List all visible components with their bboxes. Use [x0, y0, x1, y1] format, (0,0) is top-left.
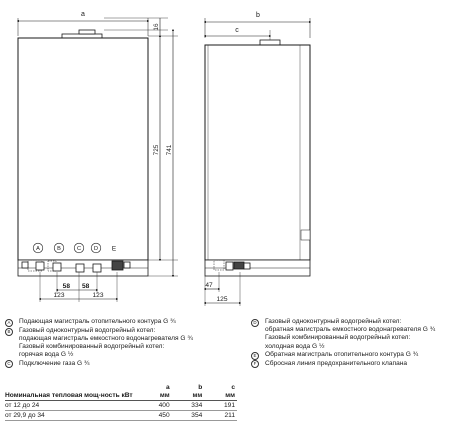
- legend-item-e: E Обратная магистраль отопительного конт…: [251, 351, 463, 360]
- legend-text: Газовый одноконтурный водогрейный котел:: [19, 326, 156, 334]
- connector-marker-b: B: [53, 242, 65, 254]
- table-header-b-unit: мм: [192, 391, 203, 399]
- technical-drawing: A B C D F a E 16 725 741 58 58 123 123: [16, 11, 312, 306]
- legend-marker-e: E: [251, 351, 259, 360]
- legend-text: горячая вода G ½: [19, 351, 74, 359]
- table-cell-b: 354: [171, 410, 205, 422]
- table-cell-a: 450: [139, 410, 172, 422]
- dim-label-725: 725: [153, 144, 160, 155]
- boiler-side-body: [204, 44, 311, 261]
- legend-item-d: D Газовый одноконтурный водогрейный коте…: [251, 318, 463, 351]
- legend-text: Газовый одноконтурный водогрейный котел:: [265, 318, 402, 325]
- legend-item-a: A Подающая магистраль отопительного конт…: [5, 318, 225, 327]
- table-header-a-unit: мм: [159, 391, 170, 399]
- connector-marker-c: C: [73, 242, 85, 254]
- dimensions-table: Номинальная тепловая мощ-ность кВт a мм …: [5, 384, 237, 422]
- boiler-front-body: [17, 37, 149, 261]
- legend-text: обратная магистраль емкостного водонагре…: [265, 326, 436, 334]
- dim-label-125: 125: [216, 296, 227, 303]
- svg-text:C: C: [77, 246, 81, 252]
- legend-text: Подключение газа G ¾: [19, 359, 90, 367]
- svg-text:D: D: [94, 246, 98, 252]
- legend-marker-c: C: [5, 360, 13, 369]
- dim-label-58-right: 58: [82, 283, 90, 290]
- legend-marker-b: B: [5, 327, 13, 336]
- legend-text: Подающая магистраль отопительного контур…: [19, 318, 176, 325]
- dim-label-58-left: 58: [63, 283, 71, 290]
- legend-marker-d: D: [251, 318, 259, 327]
- table-cell-b: 334: [171, 400, 205, 412]
- table-header-b-label: b: [198, 384, 203, 391]
- svg-text:B: B: [57, 246, 61, 252]
- dim-label-741: 741: [166, 144, 173, 155]
- connector-marker-d: D: [90, 242, 102, 254]
- legend-text: Газовый комбинированный водогрейный коте…: [19, 343, 165, 351]
- legend-item-c: C Подключение газа G ¾: [5, 360, 225, 369]
- dim-label-123-left: 123: [53, 292, 64, 299]
- table-header-c-unit: мм: [225, 391, 235, 399]
- legend-marker-f: F: [251, 360, 259, 369]
- front-view: [16, 17, 178, 302]
- table-cell-power: от 12 до 24: [5, 400, 139, 412]
- table-header-a: a мм: [139, 384, 172, 402]
- legend-right: D Газовый одноконтурный водогрейный коте…: [251, 318, 463, 369]
- legend-text: Обратная магистраль отопительного контур…: [265, 350, 419, 358]
- table-cell-c: 191: [204, 400, 237, 412]
- legend-text: подающая магистраль емкостного водонагре…: [19, 335, 193, 342]
- legend-text: холодная вода G ½: [265, 342, 325, 350]
- svg-text:A: A: [36, 246, 40, 252]
- table-row: от 29,9 до 34 450 354 211: [5, 410, 237, 422]
- side-view: [203, 18, 312, 306]
- dim-label-b: b: [256, 12, 260, 19]
- legend-item-f: F Сбросная линия предохранительного клап…: [251, 360, 463, 369]
- table-cell-a: 400: [139, 400, 172, 412]
- table-header-row: Номинальная тепловая мощ-ность кВт a мм …: [5, 384, 237, 402]
- dim-label-123-right: 123: [92, 292, 103, 299]
- table-row: от 12 до 24 400 334 191: [5, 400, 237, 412]
- connector-marker-a: A: [32, 242, 44, 254]
- legend-marker-a: A: [5, 318, 13, 327]
- legend-text: Газовый комбинированный водогрейный коте…: [265, 334, 411, 342]
- dim-label-16: 16: [153, 23, 160, 31]
- table-header-c-label: c: [231, 384, 235, 391]
- dim-label-a: a: [81, 11, 85, 18]
- legend-item-b: B Газовый одноконтурный водогрейный коте…: [5, 327, 225, 360]
- dim-label-47: 47: [205, 282, 213, 289]
- dim-label-c: c: [235, 27, 239, 34]
- table-header-c: c мм: [204, 384, 237, 402]
- table-header-a-label: a: [165, 384, 170, 391]
- dim-label-e: E: [112, 246, 116, 253]
- table-cell-power: от 29,9 до 34: [5, 410, 139, 422]
- table-cell-c: 211: [204, 410, 237, 422]
- legend-left: A Подающая магистраль отопительного конт…: [5, 318, 225, 369]
- table-header-power: Номинальная тепловая мощ-ность кВт: [5, 384, 139, 402]
- legend-text: Сбросная линия предохранительного клапан…: [265, 359, 408, 367]
- table-header-b: b мм: [171, 384, 205, 402]
